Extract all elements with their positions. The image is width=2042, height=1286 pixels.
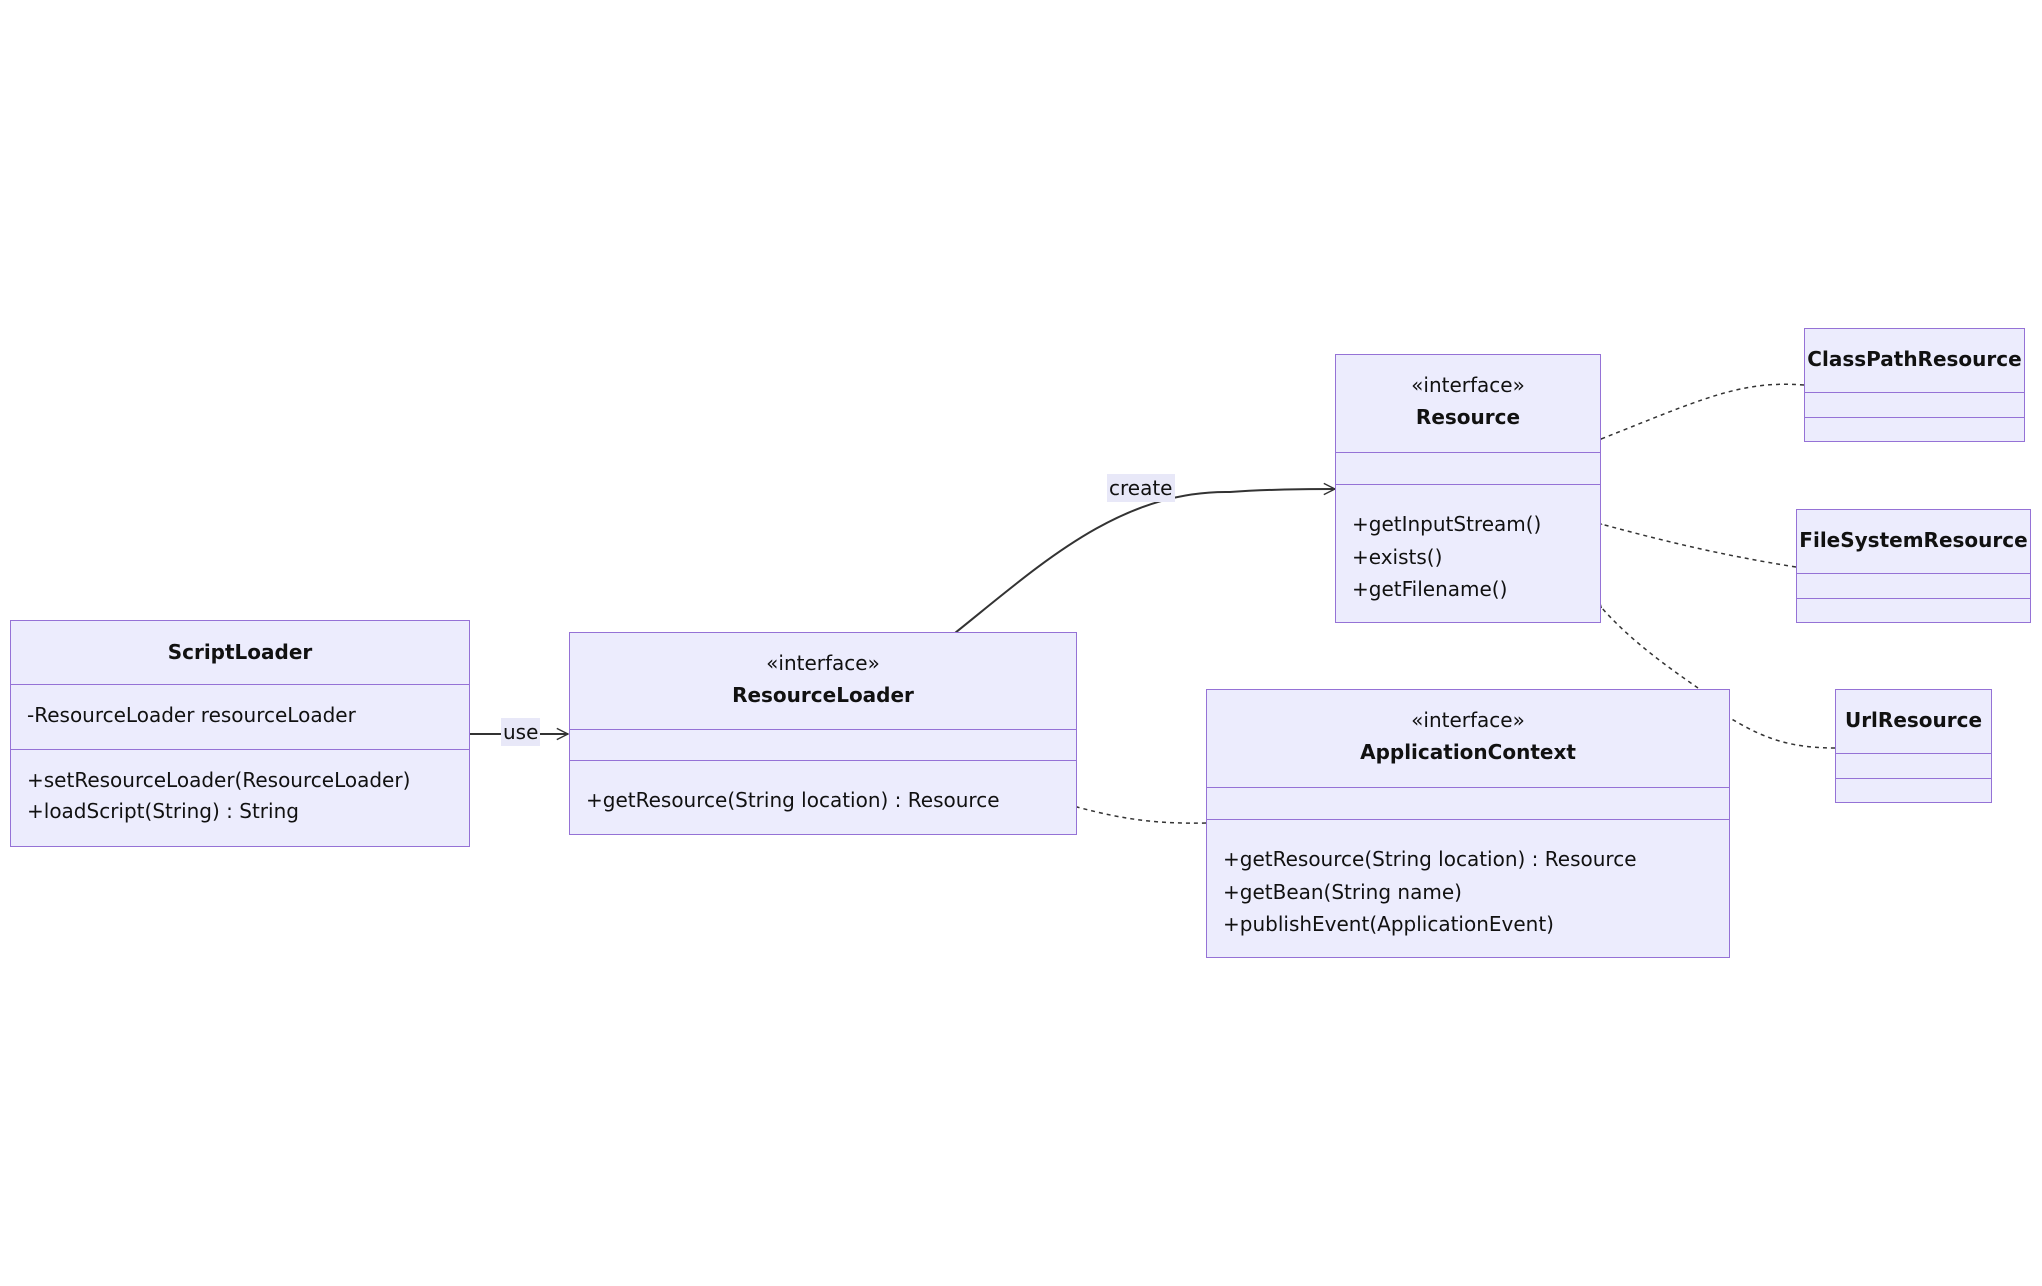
divider [1207,787,1729,788]
url-resource-realization-line [1601,607,1836,749]
class-name: ResourceLoader [732,683,914,707]
method: +getBean(String name) [1223,880,1462,904]
class-name: ClassPathResource [1807,347,2022,371]
class-application-context[interactable]: «interface» ApplicationContext +getResou… [1206,689,1730,958]
class-url-resource[interactable]: UrlResource [1835,689,1992,803]
divider [1805,392,2024,393]
class-resource-loader[interactable]: «interface» ResourceLoader +getResource(… [569,632,1077,835]
filesystem-resource-realization-line [1578,507,1797,568]
class-classpath-resource[interactable]: ClassPathResource [1804,328,2025,442]
divider [11,684,469,685]
class-name: ScriptLoader [167,640,313,664]
classpath-resource-realization-line [1577,383,1805,458]
class-name: Resource [1415,405,1521,429]
class-name: FileSystemResource [1799,528,2028,552]
method: +getResource(String location) : Resource [1223,847,1637,871]
application-context-realization-line [1054,790,1207,824]
stereotype: «interface» [1411,373,1525,397]
divider [1797,598,2030,599]
method: +loadScript(String) : String [27,799,299,823]
class-name: UrlResource [1844,708,1983,732]
divider [1797,573,2030,574]
create-association-line [954,489,1335,634]
divider [1336,452,1600,453]
attribute: -ResourceLoader resourceLoader [27,703,356,727]
stereotype: «interface» [1411,708,1525,732]
divider [11,749,469,750]
method: +publishEvent(ApplicationEvent) [1223,912,1554,936]
method: +getInputStream() [1352,512,1542,536]
divider [570,760,1076,761]
divider [570,729,1076,730]
method: +setResourceLoader(ResourceLoader) [27,768,411,792]
use-label: use [501,718,541,746]
method: +getFilename() [1352,577,1508,601]
divider [1336,484,1600,485]
method: +exists() [1352,545,1443,569]
divider [1207,819,1729,820]
divider [1836,753,1991,754]
class-name: ApplicationContext [1360,740,1576,764]
class-resource[interactable]: «interface» Resource +getInputStream() +… [1335,354,1601,623]
method: +getResource(String location) : Resource [586,788,1000,812]
class-script-loader[interactable]: ScriptLoader -ResourceLoader resourceLoa… [10,620,470,847]
divider [1836,778,1991,779]
stereotype: «interface» [766,651,880,675]
divider [1805,417,2024,418]
create-label: create [1107,474,1175,502]
class-filesystem-resource[interactable]: FileSystemResource [1796,509,2031,623]
